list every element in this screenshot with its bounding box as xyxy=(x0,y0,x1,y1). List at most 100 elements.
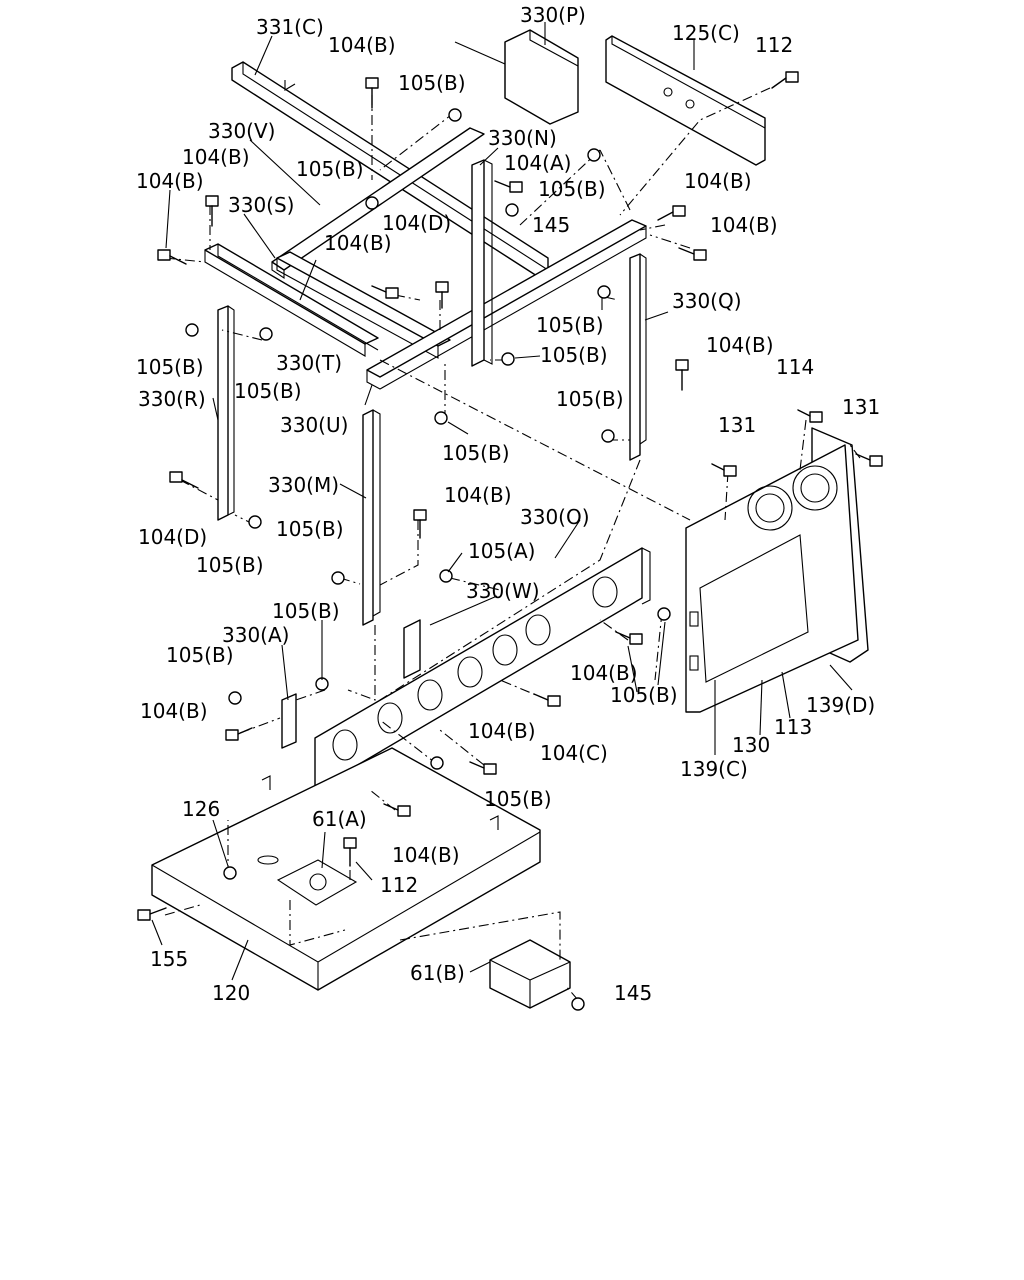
label-104b: 104(B) xyxy=(706,333,774,357)
label-104b: 104(B) xyxy=(392,843,460,867)
label-104b: 104(B) xyxy=(136,169,204,193)
label-104b: 104(B) xyxy=(324,231,392,255)
nut-icon xyxy=(248,515,262,529)
label-104b: 104(B) xyxy=(182,145,250,169)
upper-frame xyxy=(204,29,766,626)
bolt-icon xyxy=(169,471,199,489)
label-330v: 330(V) xyxy=(208,119,275,143)
label-105b: 105(B) xyxy=(610,683,678,707)
nut-icon xyxy=(571,997,585,1011)
label-105b: 105(B) xyxy=(538,177,606,201)
label-126: 126 xyxy=(182,797,220,821)
bolt-icon xyxy=(413,509,427,539)
label-105b: 105(B) xyxy=(136,355,204,379)
label-105b: 105(B) xyxy=(536,313,604,337)
label-330r: 330(R) xyxy=(138,387,206,411)
bolt-icon xyxy=(365,77,379,109)
label-105b: 105(B) xyxy=(540,343,608,367)
label-145: 145 xyxy=(532,213,570,237)
nut-icon xyxy=(501,352,515,366)
label-104a: 104(A) xyxy=(504,151,571,175)
label-155: 155 xyxy=(150,947,188,971)
bolt-icon xyxy=(157,249,187,265)
label-330m: 330(M) xyxy=(268,473,339,497)
bolt-icon xyxy=(469,761,497,775)
label-61a: 61(A) xyxy=(312,807,367,831)
label-112: 112 xyxy=(380,873,418,897)
bolt-icon xyxy=(675,359,689,391)
label-104b: 104(B) xyxy=(444,483,512,507)
label-112: 112 xyxy=(755,33,793,57)
part-labels: 331(C) 330(P) 125(C) 112 104(B) 105(B) 3… xyxy=(136,3,880,1005)
label-145: 145 xyxy=(614,981,652,1005)
nut-icon xyxy=(434,411,448,425)
label-125c: 125(C) xyxy=(672,21,740,45)
label-113: 113 xyxy=(774,715,812,739)
label-105b: 105(B) xyxy=(398,71,466,95)
label-330s: 330(S) xyxy=(228,193,294,217)
right-panel-assembly xyxy=(685,427,869,713)
bracket-330w xyxy=(403,619,421,679)
label-331c: 331(C) xyxy=(256,15,324,39)
label-330q: 330(Q) xyxy=(672,289,742,313)
bolt-icon xyxy=(711,463,737,477)
bolt-icon xyxy=(205,195,219,227)
bolt-icon xyxy=(533,693,561,707)
leader-lines xyxy=(151,22,853,981)
nut-icon xyxy=(657,607,671,621)
post-330n xyxy=(471,159,485,367)
nut-icon xyxy=(223,866,237,880)
bolt-icon xyxy=(137,907,167,921)
label-105b: 105(B) xyxy=(196,553,264,577)
nut-icon xyxy=(601,429,615,443)
label-330p: 330(P) xyxy=(520,3,586,27)
label-330w: 330(W) xyxy=(466,579,540,603)
bolt-icon xyxy=(225,727,253,741)
label-130: 130 xyxy=(732,733,770,757)
label-114: 114 xyxy=(776,355,814,379)
nut-icon xyxy=(587,148,601,162)
label-105b: 105(B) xyxy=(272,599,340,623)
label-104b: 104(B) xyxy=(710,213,778,237)
label-105b: 105(B) xyxy=(166,643,234,667)
fasteners xyxy=(137,71,883,1011)
bolt-icon xyxy=(343,837,357,867)
post-330r xyxy=(217,305,229,521)
rail-330v xyxy=(271,127,485,271)
label-330u: 330(U) xyxy=(280,413,348,437)
panel-130 xyxy=(685,444,859,713)
plate-330o xyxy=(281,547,651,791)
rail-330s xyxy=(276,251,451,347)
label-104c: 104(C) xyxy=(540,741,608,765)
label-105b: 105(B) xyxy=(234,379,302,403)
label-104d: 104(D) xyxy=(382,211,451,235)
bolt-icon xyxy=(797,409,823,423)
rail-330t xyxy=(204,243,379,345)
bolt-icon xyxy=(855,453,883,467)
bracket-330p xyxy=(504,29,579,125)
label-104b: 104(B) xyxy=(468,719,536,743)
label-330n: 330(N) xyxy=(488,126,557,150)
label-105b: 105(B) xyxy=(296,157,364,181)
label-104b: 104(B) xyxy=(140,699,208,723)
label-104b: 104(B) xyxy=(570,661,638,685)
base-tray-120 xyxy=(151,747,571,1009)
bolt-icon xyxy=(435,281,449,309)
nut-icon xyxy=(365,196,379,210)
label-105b: 105(B) xyxy=(484,787,552,811)
label-139d: 139(D) xyxy=(806,693,875,717)
nut-icon xyxy=(430,756,444,770)
post-330m xyxy=(362,409,374,626)
label-330a: 330(A) xyxy=(222,623,289,647)
nut-icon xyxy=(259,327,273,341)
label-61b: 61(B) xyxy=(410,961,465,985)
bolt-icon xyxy=(371,285,399,299)
panel-113 xyxy=(699,534,809,683)
nut-icon xyxy=(439,569,453,583)
label-104d: 104(D) xyxy=(138,525,207,549)
label-105a: 105(A) xyxy=(468,539,535,563)
box-61b xyxy=(489,939,571,1009)
nut-icon xyxy=(331,571,345,585)
label-104b: 104(B) xyxy=(684,169,752,193)
